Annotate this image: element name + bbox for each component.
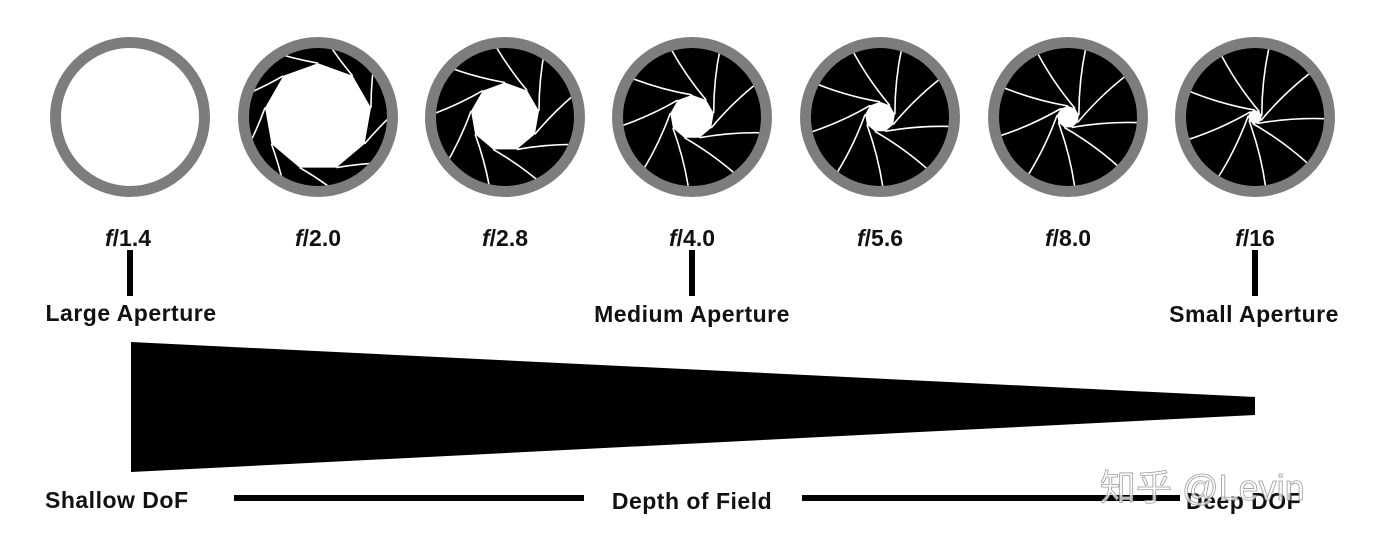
large-aperture-label: Large Aperture xyxy=(45,300,216,326)
f-number-label: f/16 xyxy=(1235,225,1275,251)
aperture-ring xyxy=(50,37,210,197)
connector-small xyxy=(1252,250,1258,296)
f-number-label: f/1.4 xyxy=(105,225,151,251)
blade-edge xyxy=(1018,48,1076,110)
blade-edge xyxy=(712,48,734,114)
dof-line-right xyxy=(802,495,1180,501)
aperture-icon xyxy=(612,37,772,197)
f-number-label: f/8.0 xyxy=(1045,225,1091,251)
blade-edge xyxy=(623,55,693,96)
f-number-label: f/5.6 xyxy=(857,225,903,251)
depth-of-field-wedge xyxy=(131,342,1255,472)
blade-edge xyxy=(811,104,871,145)
blade-edge xyxy=(1257,117,1324,125)
f-number-label: f/2.0 xyxy=(295,225,341,251)
blade-edge xyxy=(999,107,1062,148)
blade-edge xyxy=(1186,111,1252,151)
blade-edge xyxy=(249,107,266,186)
depth-of-field-label: Depth of Field xyxy=(612,488,772,514)
blade-edge xyxy=(1260,48,1324,122)
blade-edge xyxy=(470,48,528,92)
blade-edge xyxy=(1248,120,1270,186)
blade-edge xyxy=(1076,49,1137,124)
aperture-icon xyxy=(50,37,210,197)
blade-edge xyxy=(1000,114,1058,186)
small-aperture-label: Small Aperture xyxy=(1169,301,1339,327)
blade-edge xyxy=(833,48,891,106)
aperture-opening xyxy=(471,82,539,150)
blade-edge xyxy=(623,99,679,140)
blade-edges xyxy=(811,48,949,186)
f-number-label: f/4.0 xyxy=(669,225,715,251)
blade-edges xyxy=(1186,48,1324,186)
blade-edge xyxy=(270,143,292,186)
f-number-label: f/2.8 xyxy=(482,225,528,251)
shallow-dof-label: Shallow DoF xyxy=(45,487,189,513)
medium-aperture-label: Medium Aperture xyxy=(594,301,790,327)
blade-edge xyxy=(363,71,387,145)
dof-line-left xyxy=(234,495,584,501)
blade-edge xyxy=(474,134,496,186)
aperture-icon xyxy=(988,37,1148,197)
blade-edge xyxy=(1057,122,1079,186)
blade-edge xyxy=(811,62,881,103)
blade-edge xyxy=(649,48,707,101)
deep-dof-label: Deep DOF xyxy=(1186,488,1301,514)
blade-edge xyxy=(811,114,866,186)
connector-large xyxy=(127,250,133,296)
blade-edge xyxy=(1071,121,1137,129)
blade-edge xyxy=(892,51,949,126)
aperture-opening xyxy=(670,94,714,138)
blade-edge xyxy=(336,161,387,169)
blade-edge xyxy=(1252,122,1324,186)
blade-edge xyxy=(1202,48,1261,113)
blade-edge xyxy=(1063,126,1137,186)
blade-edge xyxy=(885,125,949,133)
blade-edge xyxy=(299,166,387,186)
aperture-opening xyxy=(1057,106,1079,128)
blade-edge xyxy=(436,89,484,130)
blade-edge xyxy=(710,55,761,129)
aperture-opening xyxy=(1248,110,1262,124)
blade-edge xyxy=(295,48,354,77)
blade-edge xyxy=(249,75,284,115)
blade-edges xyxy=(999,48,1137,186)
aperture-icon xyxy=(238,37,398,197)
aperture-icon xyxy=(1175,37,1335,197)
blade-edge xyxy=(866,124,888,186)
aperture-icons xyxy=(50,37,1335,197)
f-number-labels: f/1.4 f/2.0 f/2.8 f/4.0 f/5.6 f/8.0 f/16 xyxy=(105,225,1275,251)
aperture-icon xyxy=(425,37,585,197)
blade-edge xyxy=(1191,115,1249,186)
connector-medium xyxy=(689,250,695,296)
aperture-icon xyxy=(800,37,960,197)
blade-edge xyxy=(999,67,1069,107)
aperture-opening xyxy=(865,101,895,132)
blade-edge xyxy=(672,127,694,186)
aperture-opening xyxy=(265,63,371,168)
blade-edge xyxy=(894,48,916,115)
blade-edge xyxy=(874,130,949,186)
blade-edge xyxy=(699,131,761,139)
blade-edge xyxy=(1078,48,1100,116)
blade-edges xyxy=(623,48,761,186)
blade-edge xyxy=(623,112,672,186)
blade-edge xyxy=(1186,71,1256,111)
blade-edge xyxy=(684,137,761,186)
watermark: 知乎 @Levin xyxy=(1100,467,1305,508)
blade-edge xyxy=(1260,48,1282,116)
blade-edge xyxy=(534,61,574,135)
